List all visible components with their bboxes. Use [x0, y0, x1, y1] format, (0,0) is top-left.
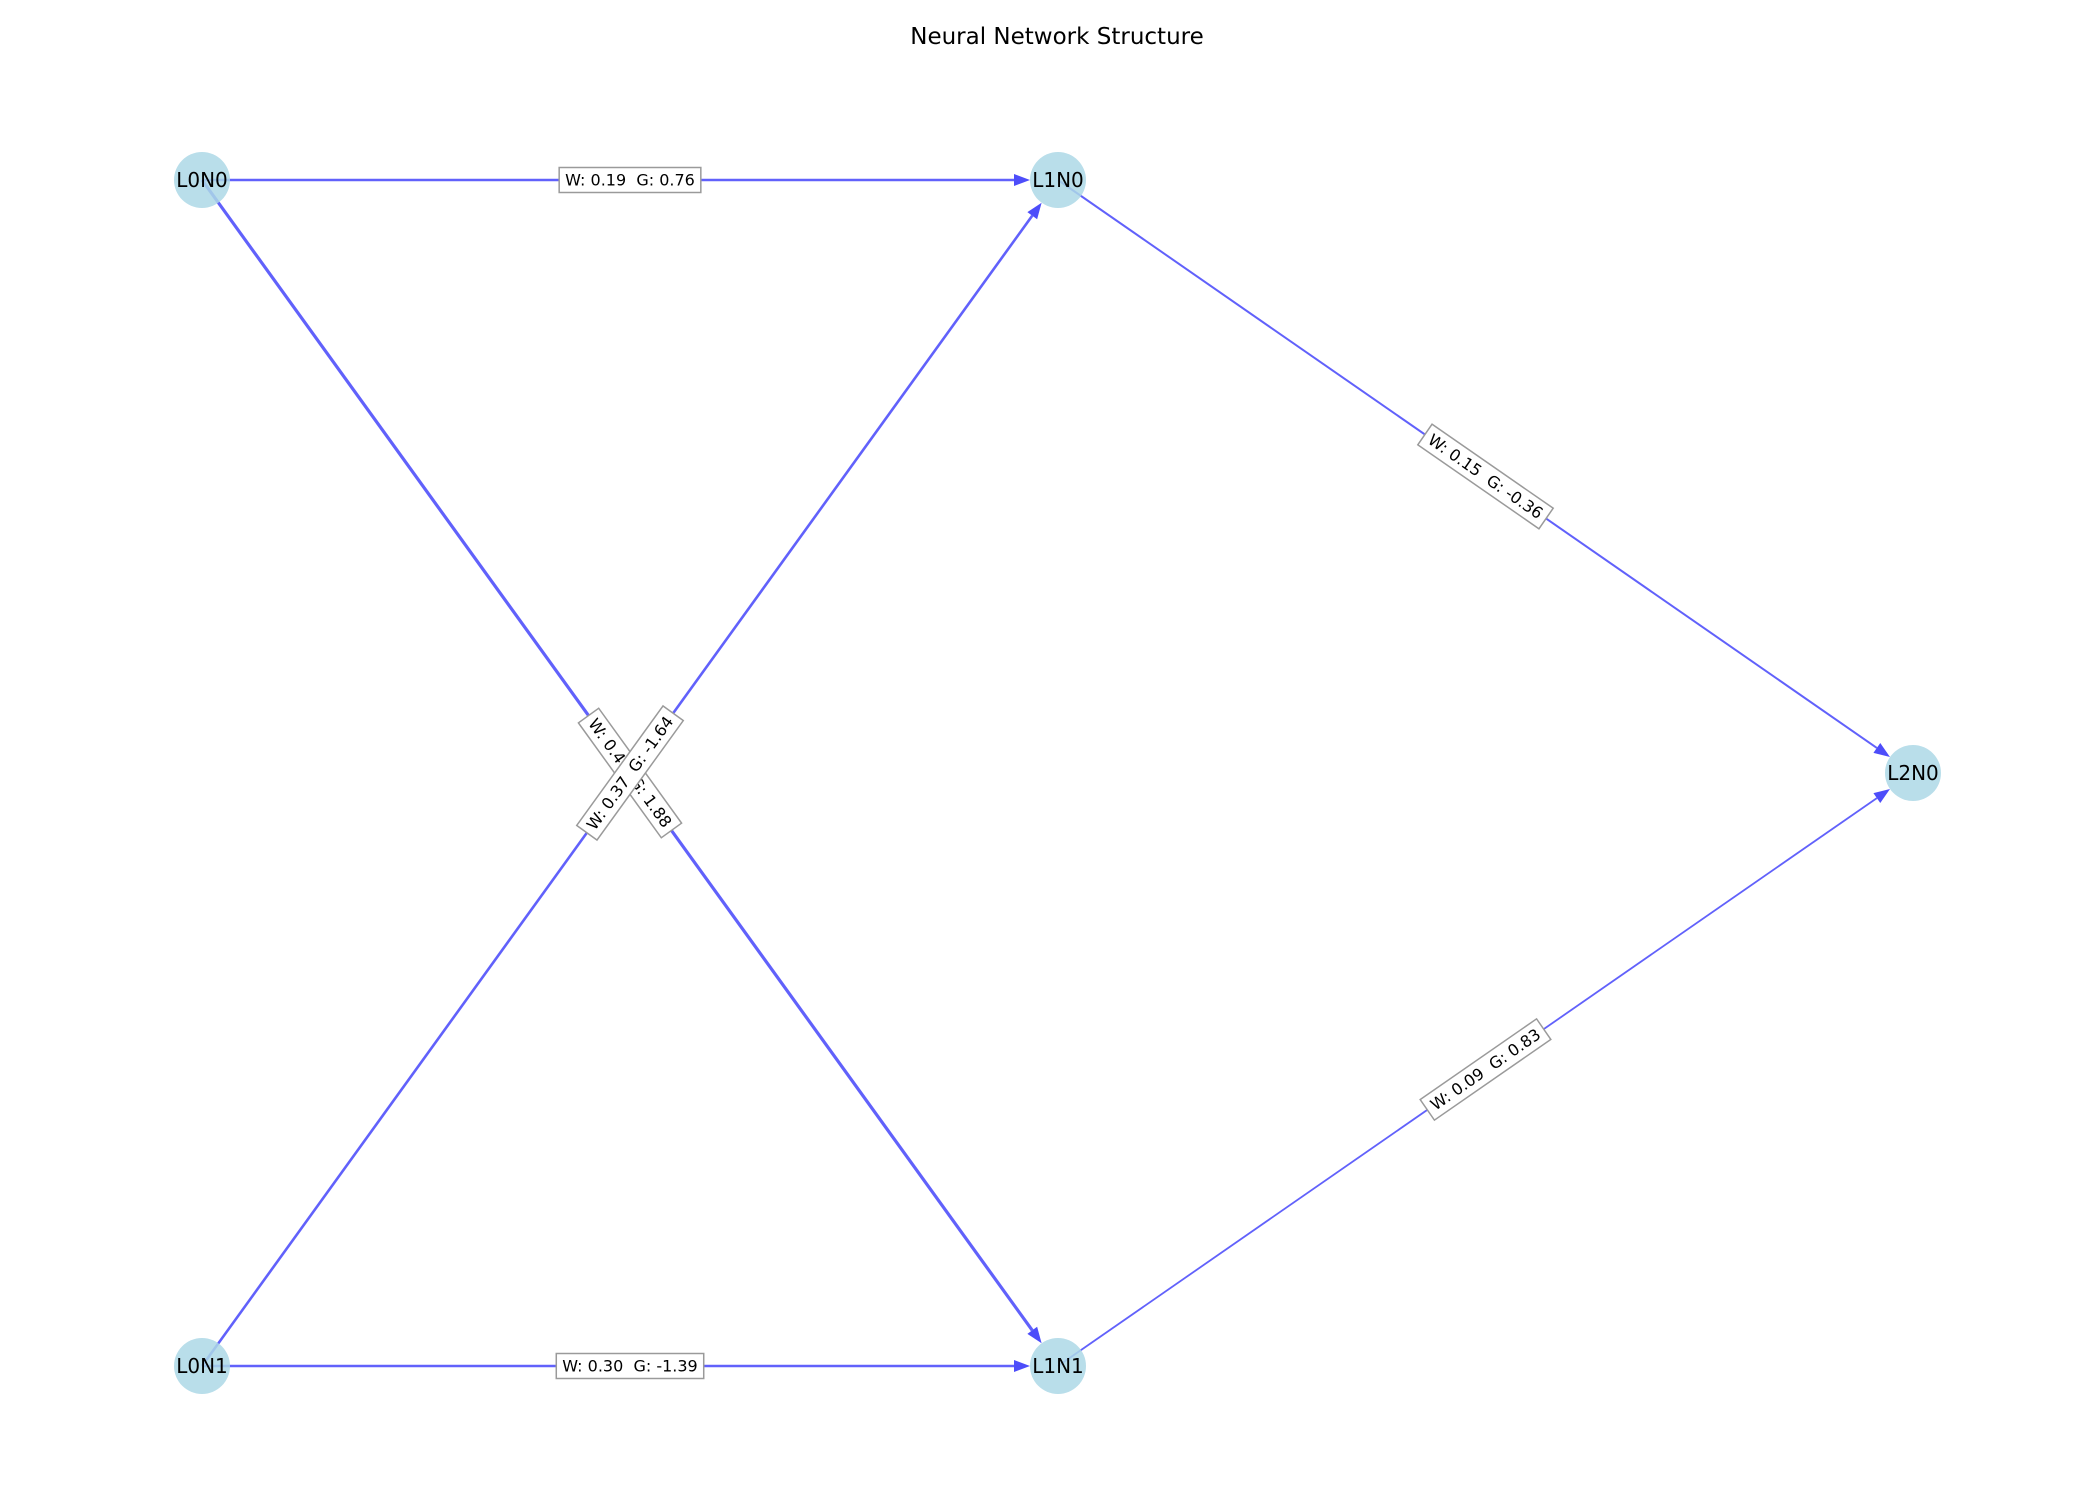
- node-circle: [1885, 745, 1941, 801]
- node-label: L1N0: [1032, 168, 1084, 192]
- node-circle: [174, 1338, 230, 1394]
- edge-label: W: 0.15 G: -0.36: [1416, 423, 1555, 530]
- edge-label: W: 0.19 G: 0.76: [558, 166, 702, 194]
- edge-label-box: [1416, 423, 1555, 530]
- node-circle: [1030, 1338, 1086, 1394]
- node-label: L0N0: [176, 168, 228, 192]
- edge-label-box: [555, 1352, 705, 1380]
- node-l0n1: L0N1: [174, 1338, 230, 1394]
- node-circle: [174, 152, 230, 208]
- node-label: L0N1: [176, 1354, 228, 1378]
- node-l1n0: L1N0: [1030, 152, 1086, 208]
- arrowhead-icon: [1873, 788, 1890, 804]
- node-label: L2N0: [1887, 761, 1939, 785]
- node-circle: [1030, 152, 1086, 208]
- edges-layer: [200, 174, 1890, 1372]
- node-label: L1N1: [1032, 1354, 1084, 1378]
- edge-label-box: [575, 704, 685, 842]
- arrowhead-icon: [1027, 202, 1042, 220]
- node-l1n1: L1N1: [1030, 1338, 1086, 1394]
- edge-label-text: W: 0.30 G: -1.39: [562, 1357, 697, 1376]
- edge-label-text: W: 0.15 G: -0.36: [1424, 430, 1546, 523]
- diagram-title: Neural Network Structure: [910, 24, 1204, 50]
- edge-label-box: [1419, 1017, 1552, 1122]
- edge-label: W: 0.30 G: -1.39: [555, 1352, 705, 1380]
- edge-label-text: W: 0.09 G: 0.83: [1427, 1025, 1544, 1115]
- edge-label-box: [558, 166, 702, 194]
- edge-labels-layer: W: 0.19 G: 0.76W: 0.48 G: 1.88W: 0.37 G:…: [555, 166, 1555, 1380]
- arrowhead-icon: [1873, 742, 1890, 758]
- arrowhead-icon: [1014, 1360, 1030, 1372]
- arrowhead-icon: [1014, 174, 1030, 186]
- node-l0n0: L0N0: [174, 152, 230, 208]
- edge-label: W: 0.09 G: 0.83: [1419, 1017, 1552, 1122]
- edge-label-text: W: 0.19 G: 0.76: [565, 171, 695, 190]
- node-l2n0: L2N0: [1885, 745, 1941, 801]
- arrowhead-icon: [1027, 1326, 1042, 1344]
